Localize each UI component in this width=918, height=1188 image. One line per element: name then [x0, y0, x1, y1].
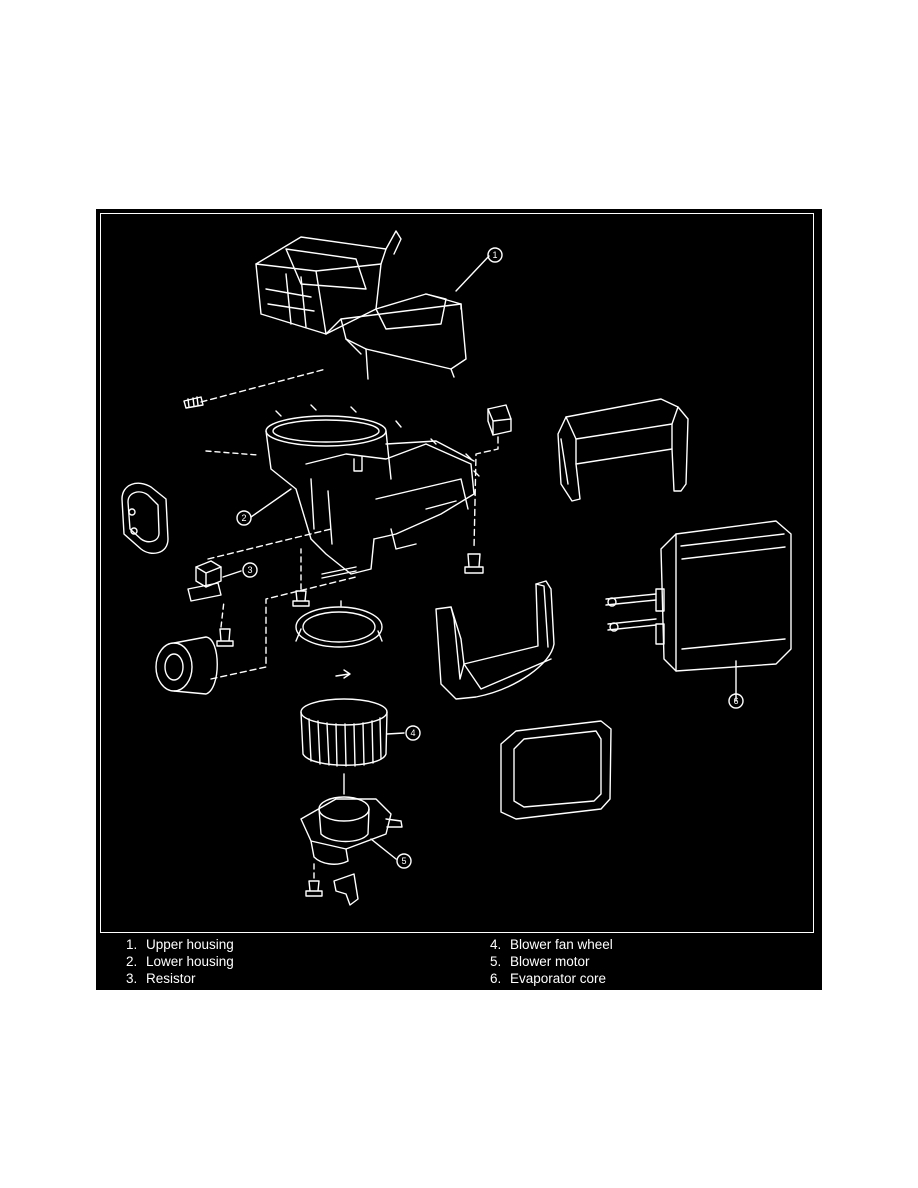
legend-number: 6.	[490, 971, 502, 986]
legend-number: 3.	[126, 971, 138, 986]
legend-label: Upper housing	[146, 937, 234, 952]
legend-item-evaporator-core: 6. Evaporator core	[490, 970, 613, 987]
callout-leader-5	[370, 838, 397, 860]
resistor-part	[187, 560, 222, 602]
callout-6: 6	[728, 693, 744, 709]
legend-item-blower-motor: 5. Blower motor	[490, 953, 613, 970]
screw-icon	[183, 396, 204, 409]
upper-housing-part	[255, 230, 467, 380]
lower-duct-part	[435, 580, 555, 700]
shaft-line	[321, 566, 357, 575]
svg-text:1: 1	[492, 250, 497, 260]
screw-icon	[305, 880, 323, 897]
legend-item-lower-housing: 2. Lower housing	[126, 953, 234, 970]
svg-text:6: 6	[733, 696, 738, 706]
legend-label: Resistor	[146, 971, 196, 986]
lower-housing-part	[265, 404, 480, 575]
arrow-icon	[335, 669, 351, 679]
svg-text:4: 4	[410, 728, 415, 738]
legend-label: Blower fan wheel	[510, 937, 613, 952]
shaft-line	[321, 570, 357, 579]
assembly-line	[210, 576, 357, 680]
legend-item-blower-fan-wheel: 4. Blower fan wheel	[490, 936, 613, 953]
seal-ring-part	[295, 600, 383, 648]
callout-2: 2	[236, 510, 252, 526]
blower-fan-wheel-part	[300, 698, 388, 795]
relay-part	[487, 404, 512, 436]
evaporator-core-part	[605, 520, 792, 672]
seal-frame-part	[500, 720, 612, 820]
assembly-line	[205, 450, 259, 456]
assembly-line	[220, 600, 225, 628]
upper-duct-cover-part	[557, 398, 689, 502]
svg-text:3: 3	[247, 565, 252, 575]
blower-motor-part	[300, 796, 403, 865]
legend-number: 5.	[490, 954, 502, 969]
legend-left-column: 1. Upper housing 2. Lower housing 3. Resist…	[126, 936, 234, 987]
callout-1: 1	[487, 247, 503, 263]
exploded-view-drawing: 1 2 3 4 5 6	[121, 230, 792, 906]
screw-icon	[216, 628, 234, 647]
assembly-line	[207, 528, 332, 560]
legend-right-column: 4. Blower fan wheel 5. Blower motor 6. Evap…	[490, 936, 613, 987]
assembly-line	[200, 368, 327, 403]
motor-cap-part	[155, 636, 218, 695]
legend-item-upper-housing: 1. Upper housing	[126, 936, 234, 953]
exploded-diagram-figure: 1 2 3 4 5 6 1. Upper housing 2. Lower hous…	[96, 209, 822, 990]
callout-leader-1	[455, 255, 490, 292]
callout-4: 4	[405, 725, 421, 741]
legend-number: 1.	[126, 937, 138, 952]
callout-leader-2	[250, 488, 292, 518]
legend-number: 4.	[490, 937, 502, 952]
svg-text:2: 2	[241, 513, 246, 523]
callout-3: 3	[242, 562, 258, 578]
legend-label: Evaporator core	[510, 971, 607, 986]
diagram-frame	[100, 213, 814, 933]
screw-icon	[464, 553, 484, 574]
legend-number: 2.	[126, 954, 138, 969]
svg-text:5: 5	[401, 856, 406, 866]
callout-5: 5	[396, 853, 412, 869]
legend-label: Lower housing	[146, 954, 234, 969]
legend-item-resistor: 3. Resistor	[126, 970, 234, 987]
legend-label: Blower motor	[510, 954, 590, 969]
grommet-part	[121, 482, 169, 555]
assembly-line	[473, 436, 499, 550]
clip-part	[333, 873, 359, 906]
screw-icon	[292, 590, 310, 607]
callout-leader-3	[222, 570, 242, 578]
callout-leader-4	[386, 732, 405, 735]
